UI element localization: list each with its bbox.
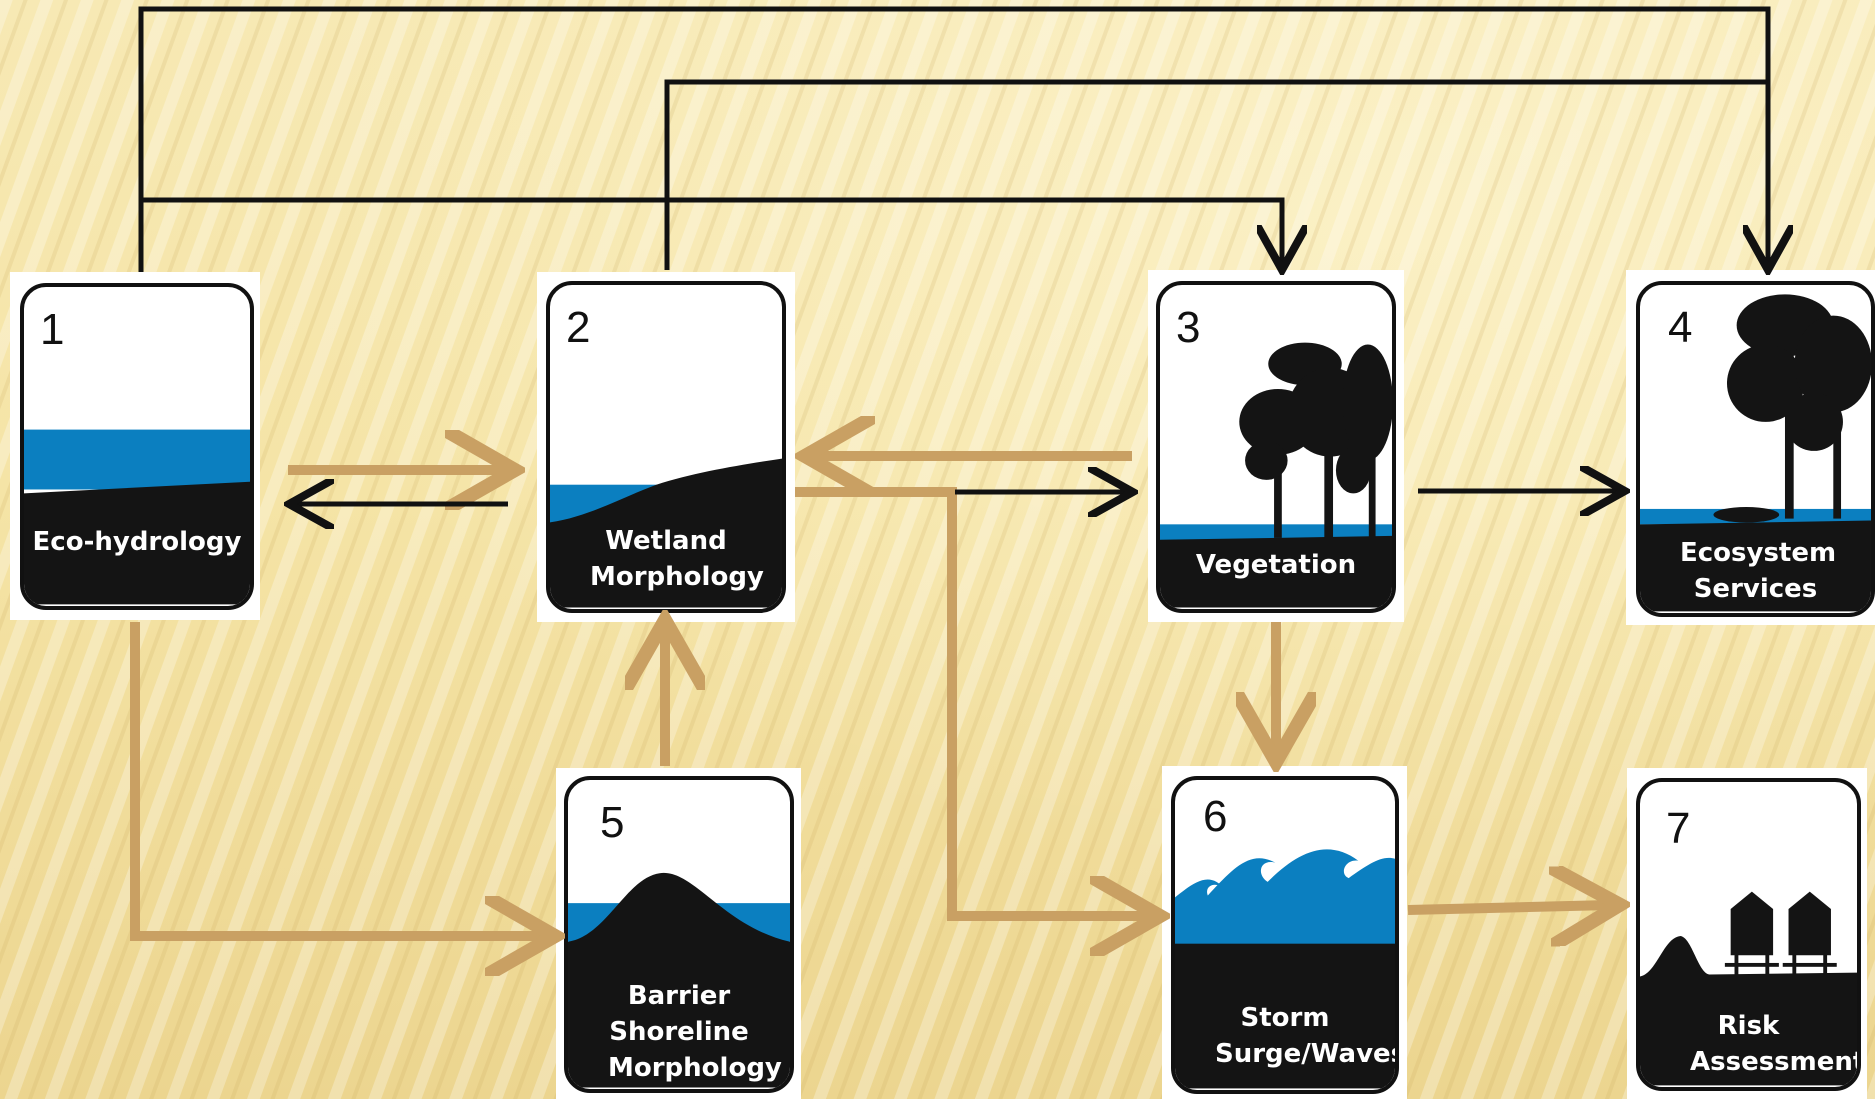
node-2-wetland-morphology[interactable]: 2 Wetland Morphology [546,281,786,613]
edge-2-to-6 [795,487,1150,916]
cypress-trees-icon [1160,342,1392,608]
edge-1-to-5 [130,622,545,936]
node-3-vegetation[interactable]: 3 Vegetation [1156,281,1396,613]
node-5-number: 5 [600,798,625,847]
edge-6-to-7 [1407,905,1610,910]
trees-alligator-icon [1640,294,1871,612]
node-7-risk-assessment[interactable]: 7 Risk Assessment [1636,778,1861,1091]
waves-icon [1175,849,1395,1089]
node-7-label: Risk Assessment [1690,1011,1861,1077]
node-6-number: 6 [1203,792,1228,841]
node-2-number: 2 [566,303,591,352]
node-1-eco-hydrology[interactable]: 1 Eco-hydrology [20,283,254,610]
node-5-barrier-shoreline[interactable]: 5 Barrier Shoreline Morphology [564,776,794,1093]
node-4-label: Ecosystem Services [1680,538,1837,604]
node-6-label: Storm Surge/Waves [1215,1003,1399,1069]
node-4-number: 4 [1668,303,1693,352]
edge-1-to-4 [138,6,1768,272]
node-7-number: 7 [1666,804,1691,853]
node-1-label: Eco-hydrology [32,527,242,557]
wetland-slope-icon [550,458,782,608]
node-5-label: Barrier Shoreline Morphology [608,981,782,1083]
node-3-number: 3 [1176,303,1201,352]
node-1-number: 1 [40,305,65,354]
water-level-icon [24,429,250,605]
node-2-label: Wetland Morphology [590,526,764,592]
node-6-storm-surge[interactable]: 6 Storm Surge/Waves [1171,776,1399,1094]
node-4-ecosystem-services[interactable]: 4 Ecosystem Services [1636,281,1875,617]
barrier-island-icon [568,872,790,1088]
edge-1-to-3 [141,197,1282,265]
node-3-label: Vegetation [1195,550,1357,580]
stilt-houses-icon [1640,891,1857,1086]
edge-2-to-4 [664,79,1768,270]
